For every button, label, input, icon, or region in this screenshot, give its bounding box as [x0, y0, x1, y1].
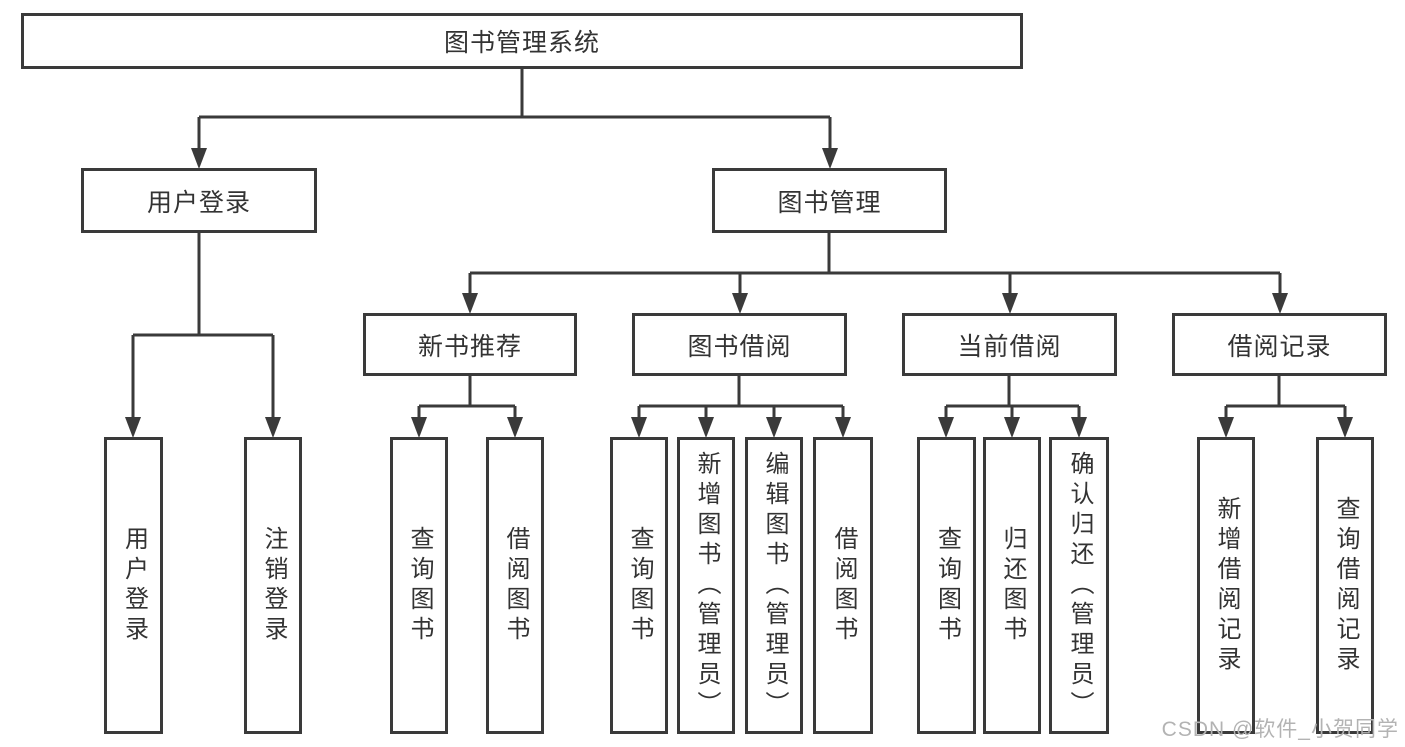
leaf-logout-label: 注销登录: [260, 525, 287, 646]
arrowhead-icon: [191, 148, 207, 169]
arrowhead-icon: [1002, 293, 1018, 314]
arrowhead-icon: [1071, 417, 1087, 438]
node-new-book-recommendation: 新书推荐: [363, 313, 577, 376]
leaf-borrow-books-label: 借阅图书: [830, 525, 857, 646]
leaf-add-books-admin: 新增图书（管理员）: [677, 437, 735, 734]
arrowhead-icon: [265, 417, 281, 438]
leaf-query-books-current: 查询图书: [917, 437, 976, 734]
node-borrowing-records-label: 借阅记录: [1227, 332, 1332, 361]
watermark: CSDN @软件_小贺同学: [1161, 718, 1399, 741]
node-root: 图书管理系统: [21, 13, 1023, 69]
leaf-query-books-borrowing-label: 查询图书: [626, 525, 653, 646]
leaf-query-borrow-record: 查询借阅记录: [1316, 437, 1374, 734]
leaf-query-books-recommend: 查询图书: [390, 437, 448, 734]
arrowhead-icon: [822, 148, 838, 169]
arrowhead-icon: [698, 417, 714, 438]
node-book-borrowing: 图书借阅: [632, 313, 847, 376]
arrowhead-icon: [1218, 417, 1234, 438]
leaf-add-borrow-record-label: 新增借阅记录: [1213, 495, 1240, 676]
arrowhead-icon: [507, 417, 523, 438]
leaf-borrow-books: 借阅图书: [813, 437, 873, 734]
node-current-borrowing-label: 当前借阅: [957, 332, 1062, 361]
node-borrowing-records: 借阅记录: [1172, 313, 1387, 376]
leaf-logout: 注销登录: [244, 437, 302, 734]
leaf-edit-books-admin: 编辑图书（管理员）: [745, 437, 803, 734]
arrowhead-icon: [1337, 417, 1353, 438]
leaf-return-books-label: 归还图书: [999, 525, 1026, 646]
leaf-query-books-borrowing: 查询图书: [610, 437, 668, 734]
arrowhead-icon: [766, 417, 782, 438]
arrowhead-icon: [462, 293, 478, 314]
node-book-management-group-label: 图书管理: [777, 188, 882, 217]
leaf-borrow-books-recommend-label: 借阅图书: [502, 525, 529, 646]
node-book-borrowing-label: 图书借阅: [687, 332, 792, 361]
node-current-borrowing: 当前借阅: [902, 313, 1117, 376]
arrowhead-icon: [835, 417, 851, 438]
leaf-user-login-label: 用户登录: [120, 525, 148, 646]
leaf-add-books-admin-label: 新增图书（管理员）: [693, 450, 720, 721]
arrowhead-icon: [1004, 417, 1020, 438]
leaf-query-borrow-record-label: 查询借阅记录: [1332, 495, 1359, 676]
node-user-login-group-label: 用户登录: [146, 188, 251, 217]
arrowhead-icon: [125, 417, 141, 438]
node-new-book-recommendation-label: 新书推荐: [417, 332, 522, 361]
leaf-borrow-books-recommend: 借阅图书: [486, 437, 544, 734]
node-book-management-group: 图书管理: [712, 168, 947, 233]
leaf-add-borrow-record: 新增借阅记录: [1197, 437, 1255, 734]
arrowhead-icon: [938, 417, 954, 438]
leaf-return-books: 归还图书: [983, 437, 1041, 734]
node-root-label: 图书管理系统: [443, 29, 600, 57]
leaf-confirm-return-admin-label: 确认归还（管理员）: [1066, 450, 1093, 721]
leaf-confirm-return-admin: 确认归还（管理员）: [1049, 437, 1109, 734]
leaf-query-books-recommend-label: 查询图书: [406, 525, 433, 646]
arrowhead-icon: [411, 417, 427, 438]
leaf-edit-books-admin-label: 编辑图书（管理员）: [761, 450, 788, 721]
leaf-user-login: 用户登录: [104, 437, 163, 734]
leaf-query-books-current-label: 查询图书: [933, 525, 961, 646]
arrowhead-icon: [732, 293, 748, 314]
node-user-login-group: 用户登录: [81, 168, 317, 233]
arrowhead-icon: [1272, 293, 1288, 314]
arrowhead-icon: [631, 417, 647, 438]
